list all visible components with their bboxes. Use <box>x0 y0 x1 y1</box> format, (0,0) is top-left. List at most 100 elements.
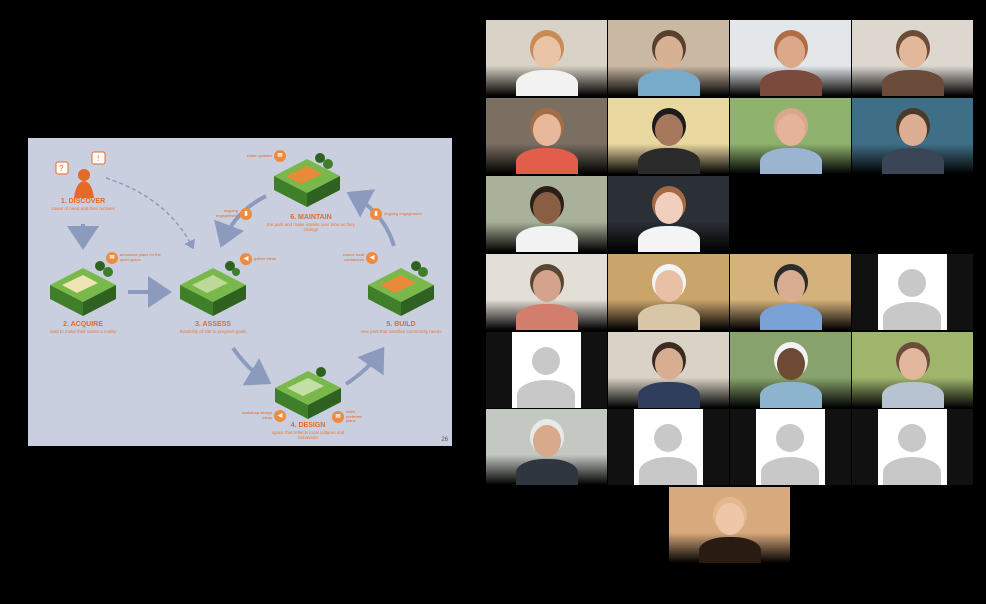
callout-text: ongoing engagement <box>384 210 422 216</box>
participant-video-tile[interactable] <box>730 98 851 174</box>
default-avatar-body <box>517 380 575 408</box>
stage-desc: the park and make repairs over time as t… <box>267 222 355 233</box>
participant-video-tile[interactable] <box>608 176 729 252</box>
participant-video-tile[interactable] <box>486 20 607 96</box>
participant-video-tile[interactable] <box>486 98 607 174</box>
callout-text: announce plans for the open space <box>120 252 161 262</box>
participant-torso <box>516 148 578 174</box>
participant-tile-no-video[interactable] <box>852 409 973 485</box>
participant-video-tile[interactable] <box>608 20 729 96</box>
default-avatar-icon <box>776 424 804 452</box>
stage-desc: land to make their wants a reality <box>50 329 116 334</box>
svg-text:?: ? <box>59 164 64 173</box>
svg-text:!: ! <box>97 154 99 163</box>
slide-page-number: 26 <box>441 437 448 443</box>
assess-block <box>180 261 246 316</box>
participant-video-tile[interactable] <box>486 409 607 485</box>
participant-video-tile[interactable] <box>852 98 973 174</box>
participant-tile-no-video[interactable] <box>486 332 607 408</box>
participant-torso <box>760 70 822 96</box>
participant-torso <box>760 304 822 330</box>
participant-video-tile[interactable] <box>486 254 607 330</box>
callout-announce-plans: ✉ announce plans for the open space <box>106 252 166 264</box>
participant-face <box>777 36 805 68</box>
acquire-block <box>50 261 116 316</box>
participant-video-tile[interactable] <box>608 254 729 330</box>
participant-face <box>533 36 561 68</box>
participant-video-tile[interactable] <box>608 332 729 408</box>
stage-title: 2. ACQUIRE <box>63 321 103 328</box>
participant-face <box>777 348 805 380</box>
stage-desc: space that reflects local cultures and b… <box>271 430 345 441</box>
participant-tile-no-video[interactable] <box>608 409 729 485</box>
callout-text: workshop design ideas <box>241 410 272 420</box>
callout-text: share updates <box>246 152 272 158</box>
default-avatar-body <box>883 457 941 485</box>
default-avatar-body <box>883 302 941 330</box>
participant-tile-no-video[interactable] <box>730 409 851 485</box>
stage-build: 5. BUILD new park that satisfies communi… <box>356 321 446 334</box>
participant-torso <box>882 148 944 174</box>
participant-torso <box>699 537 761 563</box>
participant-video-tile[interactable] <box>669 487 790 563</box>
participant-torso <box>882 70 944 96</box>
default-avatar-icon <box>898 424 926 452</box>
participant-face <box>899 114 927 146</box>
megaphone-icon: ◀ <box>366 252 378 264</box>
participant-face <box>777 270 805 302</box>
participant-torso <box>638 148 700 174</box>
participant-video-tile[interactable] <box>730 254 851 330</box>
participant-video-tile[interactable] <box>852 332 973 408</box>
participant-torso <box>882 382 944 408</box>
participant-video-tile[interactable] <box>486 176 607 252</box>
stage-discover: 1. DISCOVER cause of need and their moti… <box>38 198 128 211</box>
participant-torso <box>516 459 578 485</box>
participant-torso <box>638 70 700 96</box>
callout-listen-preferred-plans: ✉ listen preferred plans <box>332 409 372 424</box>
arrow-build-maintain <box>346 189 396 247</box>
letterbox-right <box>947 254 973 330</box>
participant-torso <box>516 304 578 330</box>
stage-desc: feasibility of site to program goals <box>179 329 247 334</box>
phone-icon: ▮ <box>240 208 252 220</box>
participant-torso <box>760 382 822 408</box>
letterbox-right <box>825 409 851 485</box>
participant-torso <box>638 382 700 408</box>
participant-face <box>655 114 683 146</box>
stage-desc: cause of need and their motives <box>51 206 115 211</box>
stage-title: 6. MAINTAIN <box>290 214 332 221</box>
participant-face <box>533 270 561 302</box>
letterbox-left <box>608 409 634 485</box>
participant-tile-no-video[interactable] <box>852 254 973 330</box>
participant-face <box>716 503 744 535</box>
default-avatar-icon <box>532 347 560 375</box>
stage-desc: new park that satisfies community needs <box>360 329 442 334</box>
stage-title: 5. BUILD <box>386 321 416 328</box>
design-block <box>275 367 341 419</box>
mail-icon: ✉ <box>332 410 344 423</box>
discover-figure: ? ! <box>55 151 106 198</box>
default-avatar-body <box>639 457 697 485</box>
participant-video-tile[interactable] <box>852 20 973 96</box>
participant-face <box>533 114 561 146</box>
participant-video-tile[interactable] <box>608 98 729 174</box>
callout-workshop-design-ideas: ◀ workshop design ideas <box>240 410 286 422</box>
stage-maintain: 6. MAINTAIN the park and make repairs ov… <box>266 214 356 232</box>
participant-torso <box>638 226 700 252</box>
mail-icon: ✉ <box>106 252 118 264</box>
participant-video-tile[interactable] <box>730 20 851 96</box>
arrow-maintain-assess <box>214 194 267 248</box>
participant-torso <box>638 304 700 330</box>
participant-face <box>899 348 927 380</box>
arrow-design-build <box>344 346 385 386</box>
phone-icon: ▮ <box>370 208 382 220</box>
participant-face <box>655 192 683 224</box>
stage-title: 3. ASSESS <box>195 321 231 328</box>
stage-acquire: 2. ACQUIRE land to make their wants a re… <box>38 321 128 334</box>
stage-design: 4. DESIGN space that reflects local cult… <box>263 422 353 440</box>
participant-face <box>655 270 683 302</box>
maintain-block <box>274 153 340 207</box>
megaphone-icon: ◀ <box>274 410 286 422</box>
default-avatar-body <box>761 457 819 485</box>
participant-video-tile[interactable] <box>730 332 851 408</box>
